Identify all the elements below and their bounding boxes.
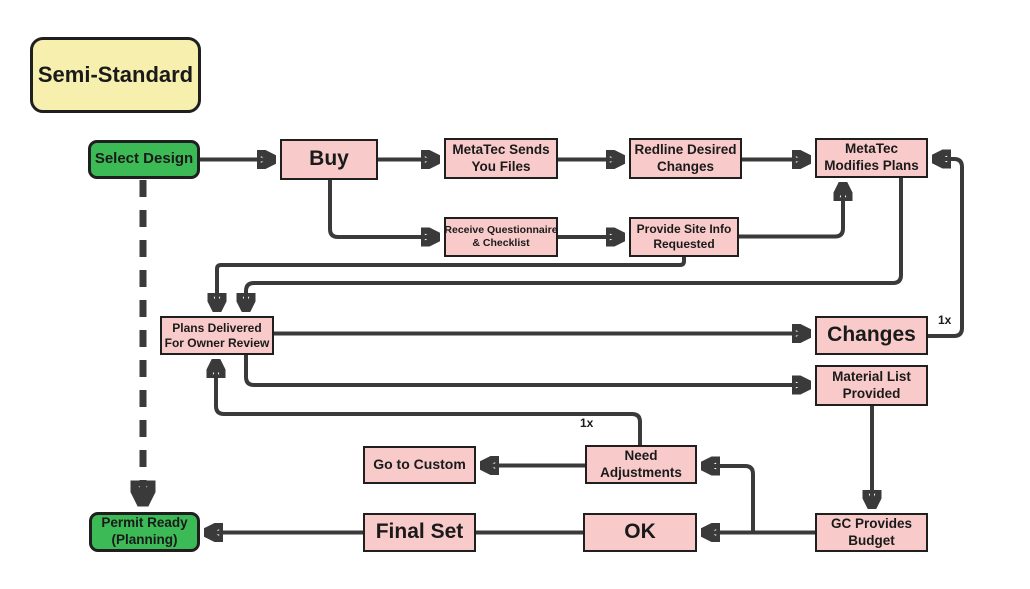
edge-changes-to-metatec-modifies xyxy=(928,159,964,338)
node-metatec-modifies-plans: MetaTec Modifies Plans xyxy=(815,138,928,178)
node-provide-site-info-requested: Provide Site Info Requested xyxy=(629,217,739,257)
loop-count-label-changes: 1x xyxy=(938,313,952,327)
edge-buy-to-receive-questionnaire xyxy=(328,180,440,237)
node-select-design: Select Design xyxy=(88,140,200,179)
node-final-set: Final Set xyxy=(363,513,476,552)
node-redline-desired-changes: Redline Desired Changes xyxy=(629,138,742,179)
node-metatec-sends-you-files: MetaTec Sends You Files xyxy=(444,138,558,179)
node-gc-provides-budget: GC Provides Budget xyxy=(815,513,928,552)
loop-count-label-review: 1x xyxy=(580,416,594,430)
node-receive-questionnaire-checklist: Receive Questionnaire & Checklist xyxy=(444,217,558,257)
edge-gc-budget-to-need-adjustments xyxy=(701,466,755,532)
node-permit-ready-planning: Permit Ready (Planning) xyxy=(89,512,200,552)
node-plans-delivered-for-owner-review: Plans Delivered For Owner Review xyxy=(160,316,274,355)
node-go-to-custom: Go to Custom xyxy=(363,446,476,484)
edge-plans-delivered-to-material-list xyxy=(244,355,811,385)
edge-provide-site-info-to-metatec-modifies xyxy=(739,182,843,239)
edge-provide-site-info-to-plans-delivered xyxy=(217,257,686,312)
node-buy: Buy xyxy=(280,139,378,180)
node-need-adjustments: Need Adjustments xyxy=(585,445,697,484)
diagram-title-box: Semi-Standard xyxy=(30,37,201,113)
node-ok: OK xyxy=(583,513,697,552)
node-changes: Changes xyxy=(815,316,928,355)
edge-metatec-modifies-to-plans-delivered xyxy=(246,178,903,312)
edge-need-adjustments-to-plans-delivered xyxy=(216,359,642,445)
node-material-list-provided: Material List Provided xyxy=(815,365,928,406)
